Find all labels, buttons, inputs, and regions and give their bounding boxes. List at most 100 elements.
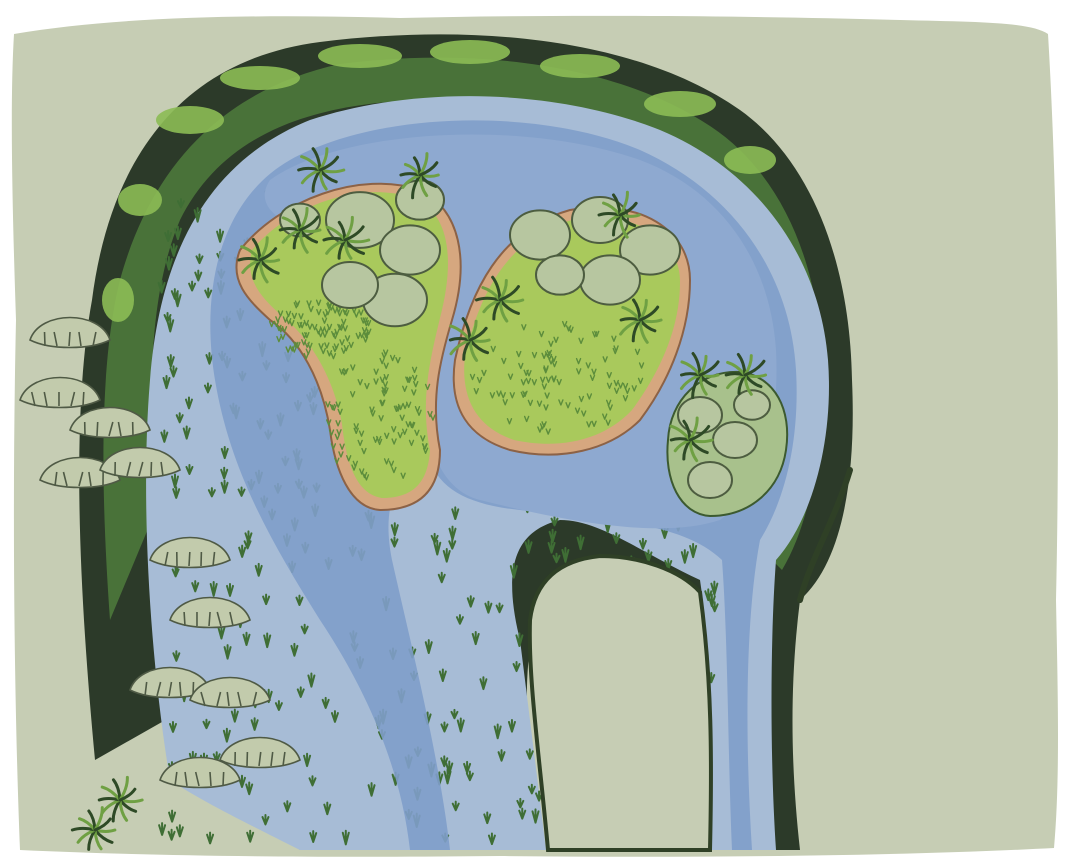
reed-tuft-icon [437, 571, 446, 584]
grass-stroke [412, 374, 418, 382]
reed-tuft-icon [207, 487, 216, 498]
grass-stroke [324, 342, 330, 349]
grass-stroke [476, 376, 483, 384]
grass-stroke [304, 331, 310, 339]
grass-stroke [336, 306, 342, 313]
reed-tuft-icon [440, 721, 449, 733]
grass-stroke [349, 391, 356, 398]
grass-stroke [622, 395, 629, 402]
reed-tuft-icon [300, 623, 309, 635]
reed-tuft-icon [321, 696, 330, 709]
reed-tuft-icon [689, 542, 698, 559]
grass-stroke [303, 319, 310, 327]
canopy-clump [579, 254, 641, 306]
reed-tuft-icon [448, 538, 457, 550]
grass-stroke [363, 331, 370, 339]
grass-stroke [330, 352, 337, 360]
grass-stroke [523, 369, 529, 376]
reed-tuft-icon [295, 594, 304, 606]
grass-stroke [422, 443, 428, 450]
grass-stroke [506, 418, 513, 425]
grass-stroke [312, 323, 318, 331]
reed-tuft-icon [242, 631, 251, 646]
grass-stroke [565, 402, 571, 409]
reed-tuft-icon [171, 473, 180, 489]
grass-stroke [545, 376, 552, 383]
grass-stroke [391, 426, 397, 433]
reed-tuft-icon [185, 463, 194, 475]
grass-stroke [401, 385, 408, 393]
grass-stroke [316, 308, 322, 316]
grass-stroke [416, 409, 422, 416]
grass-stroke [291, 312, 298, 320]
grass-stroke [335, 401, 341, 408]
grass-stroke [334, 328, 340, 336]
grass-stroke [298, 313, 304, 320]
grass-stroke [538, 330, 545, 338]
grass-stroke [362, 317, 368, 324]
grass-stroke [353, 423, 359, 430]
reed-tuft-icon [367, 782, 376, 797]
reed-tuft-icon [162, 374, 171, 390]
reed-tuft-icon [644, 549, 653, 563]
grass-stroke [578, 337, 584, 345]
reed-tuft-icon [254, 562, 263, 577]
grass-stroke [591, 420, 597, 428]
grass-stroke [328, 429, 335, 436]
grass-stroke [337, 323, 343, 331]
grass-stroke [544, 392, 550, 399]
grass-stroke [539, 376, 546, 384]
reed-tuft-icon [483, 811, 492, 825]
grass-stroke [337, 408, 343, 415]
grass-stroke [346, 455, 352, 462]
grass-stroke [339, 443, 345, 450]
grass-stroke [276, 335, 282, 343]
reed-tuft-icon [710, 580, 719, 596]
reed-tuft-icon [323, 801, 332, 816]
palm-tree-icon [399, 152, 440, 200]
grass-stroke [344, 309, 350, 317]
grass-stroke [335, 420, 341, 427]
grass-stroke [285, 346, 291, 353]
reed-tuft-icon [443, 768, 452, 785]
reed-tuft-icon [493, 723, 502, 740]
grass-stroke [318, 343, 324, 350]
grass-stroke [613, 387, 620, 394]
grass-stroke [637, 377, 644, 385]
reed-tuft-icon [182, 425, 191, 440]
reed-tuft-icon [263, 632, 272, 649]
shrub-icon [159, 756, 241, 789]
grass-stroke [278, 326, 284, 333]
grass-stroke [578, 395, 585, 403]
reed-tuft-icon [171, 566, 180, 578]
reed-tuft-icon [173, 291, 182, 308]
reed-tuft-icon [168, 720, 177, 733]
reed-tuft-icon [509, 563, 518, 579]
grass-stroke [551, 355, 557, 363]
reed-tuft-icon [307, 672, 316, 688]
reed-tuft-icon [202, 718, 211, 730]
grass-stroke [576, 368, 582, 375]
grass-stroke [606, 371, 612, 379]
reed-tuft-icon [222, 727, 231, 743]
grass-stroke [304, 341, 310, 348]
grass-stroke [389, 354, 396, 362]
grass-stroke [391, 466, 397, 474]
grass-stroke [586, 393, 593, 400]
grass-stroke [383, 373, 389, 381]
grass-stroke [585, 362, 591, 369]
shrub-icon [149, 536, 231, 569]
canopy-clump [687, 460, 733, 500]
shrub-icon [189, 676, 271, 709]
reed-tuft-icon [487, 832, 496, 846]
grass-stroke [589, 374, 596, 382]
reed-tuft-icon [330, 710, 339, 723]
reed-tuft-icon [274, 700, 283, 711]
grass-stroke [391, 438, 397, 445]
grass-stroke [402, 402, 408, 410]
grass-stroke [350, 364, 356, 371]
reed-tuft-icon [261, 814, 270, 826]
grass-stroke [606, 382, 613, 389]
reed-tuft-icon [238, 544, 247, 558]
grass-stroke [541, 383, 548, 390]
